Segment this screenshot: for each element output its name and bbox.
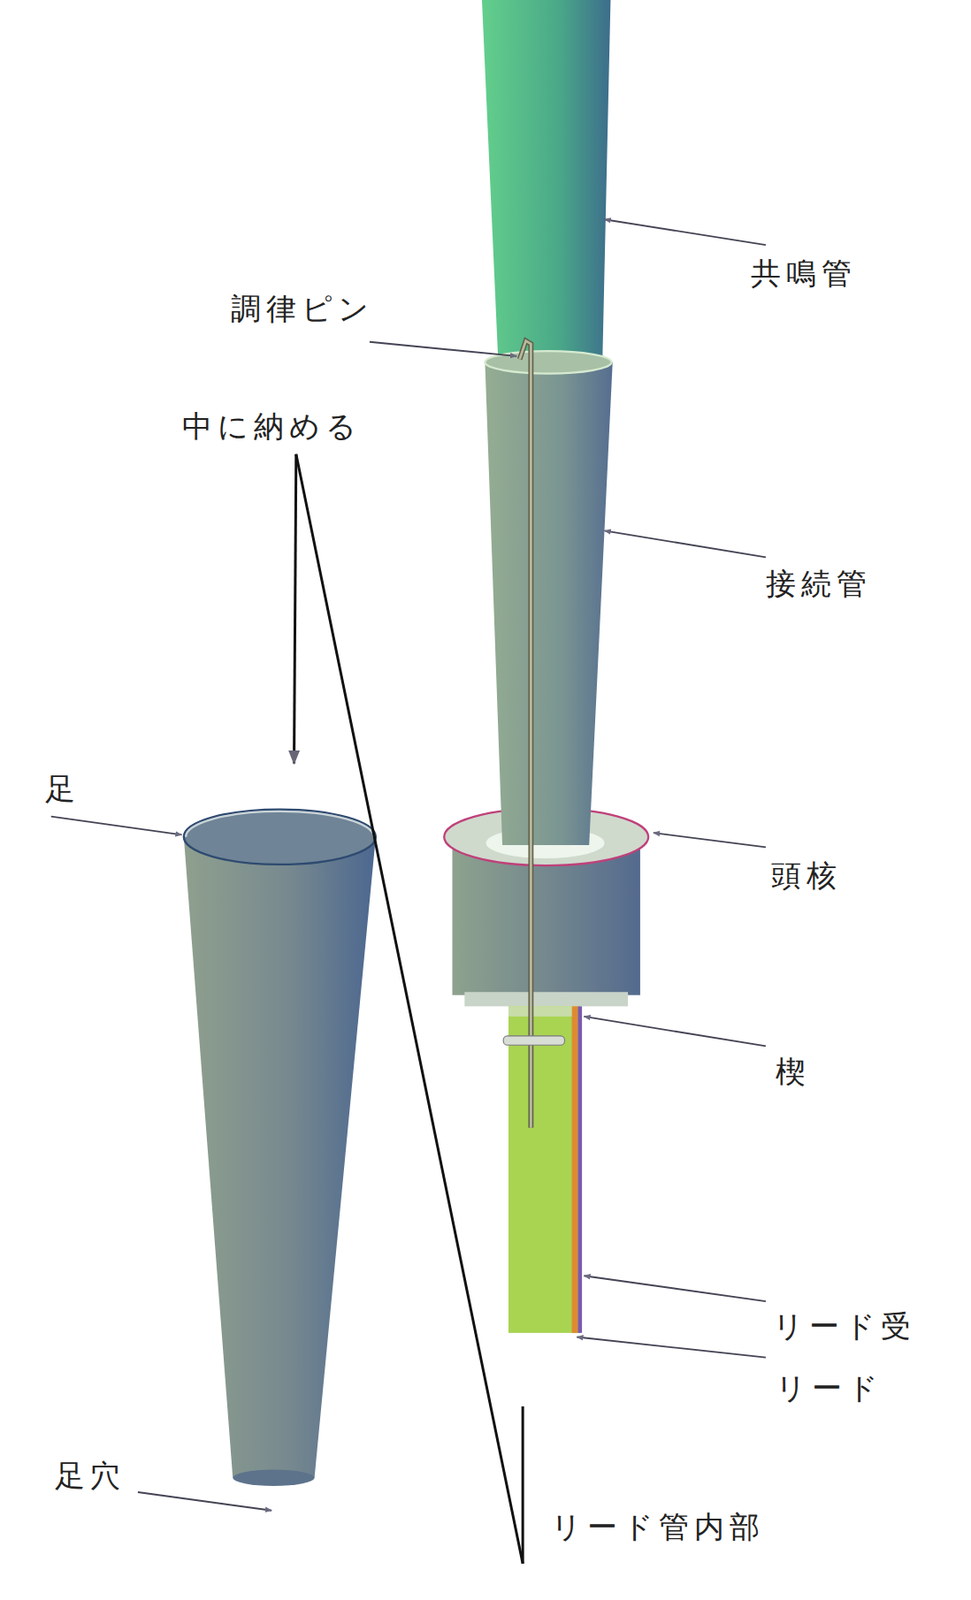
reed-top: [508, 1006, 573, 1017]
head-core-flange: [464, 992, 628, 1007]
leader-lines: [51, 219, 766, 1512]
leader-line: [51, 817, 183, 836]
drawing-group: [51, 0, 766, 1565]
leader-line: [369, 342, 517, 357]
instruction-label: 中に納める: [182, 410, 362, 444]
part-label: 調律ピン: [230, 292, 375, 326]
insert-line: [296, 454, 523, 1565]
insert-line: [521, 1406, 525, 1565]
reed-receiver-edge: [577, 1006, 582, 1333]
foot-top-opening: [183, 810, 376, 865]
reed-receiver-edge: [572, 1006, 579, 1333]
insert-lines: [294, 454, 524, 1565]
reed: [508, 1006, 581, 1333]
resonator-tube: [481, 0, 611, 363]
part-label: 楔: [775, 1055, 811, 1089]
tuning-pin-outline: [519, 341, 532, 1129]
part-label: リード: [775, 1372, 884, 1406]
leader-line: [583, 1016, 766, 1047]
connector-tube: [484, 362, 612, 846]
part-label: 足: [45, 772, 81, 806]
part-label: リード受: [772, 1310, 917, 1344]
part-label: 共鳴管: [750, 257, 857, 291]
leader-line: [653, 833, 766, 848]
part-label: 足穴: [54, 1460, 126, 1493]
foot-rim-highlight: [185, 811, 374, 838]
leader-line: [137, 1492, 272, 1512]
part-label: 接続管: [765, 567, 872, 601]
wedge: [503, 1036, 565, 1046]
leader-line: [604, 530, 766, 558]
foot-hole: [232, 1470, 314, 1487]
leader-line: [583, 1276, 766, 1302]
insert-arrow: [294, 454, 297, 765]
part-label: リード管内部: [550, 1511, 765, 1545]
tuning-pin: [519, 341, 532, 1129]
leader-line: [604, 219, 766, 245]
foot-tube: [183, 837, 376, 1479]
part-label: 頭核: [771, 859, 842, 893]
leader-line: [576, 1337, 766, 1358]
